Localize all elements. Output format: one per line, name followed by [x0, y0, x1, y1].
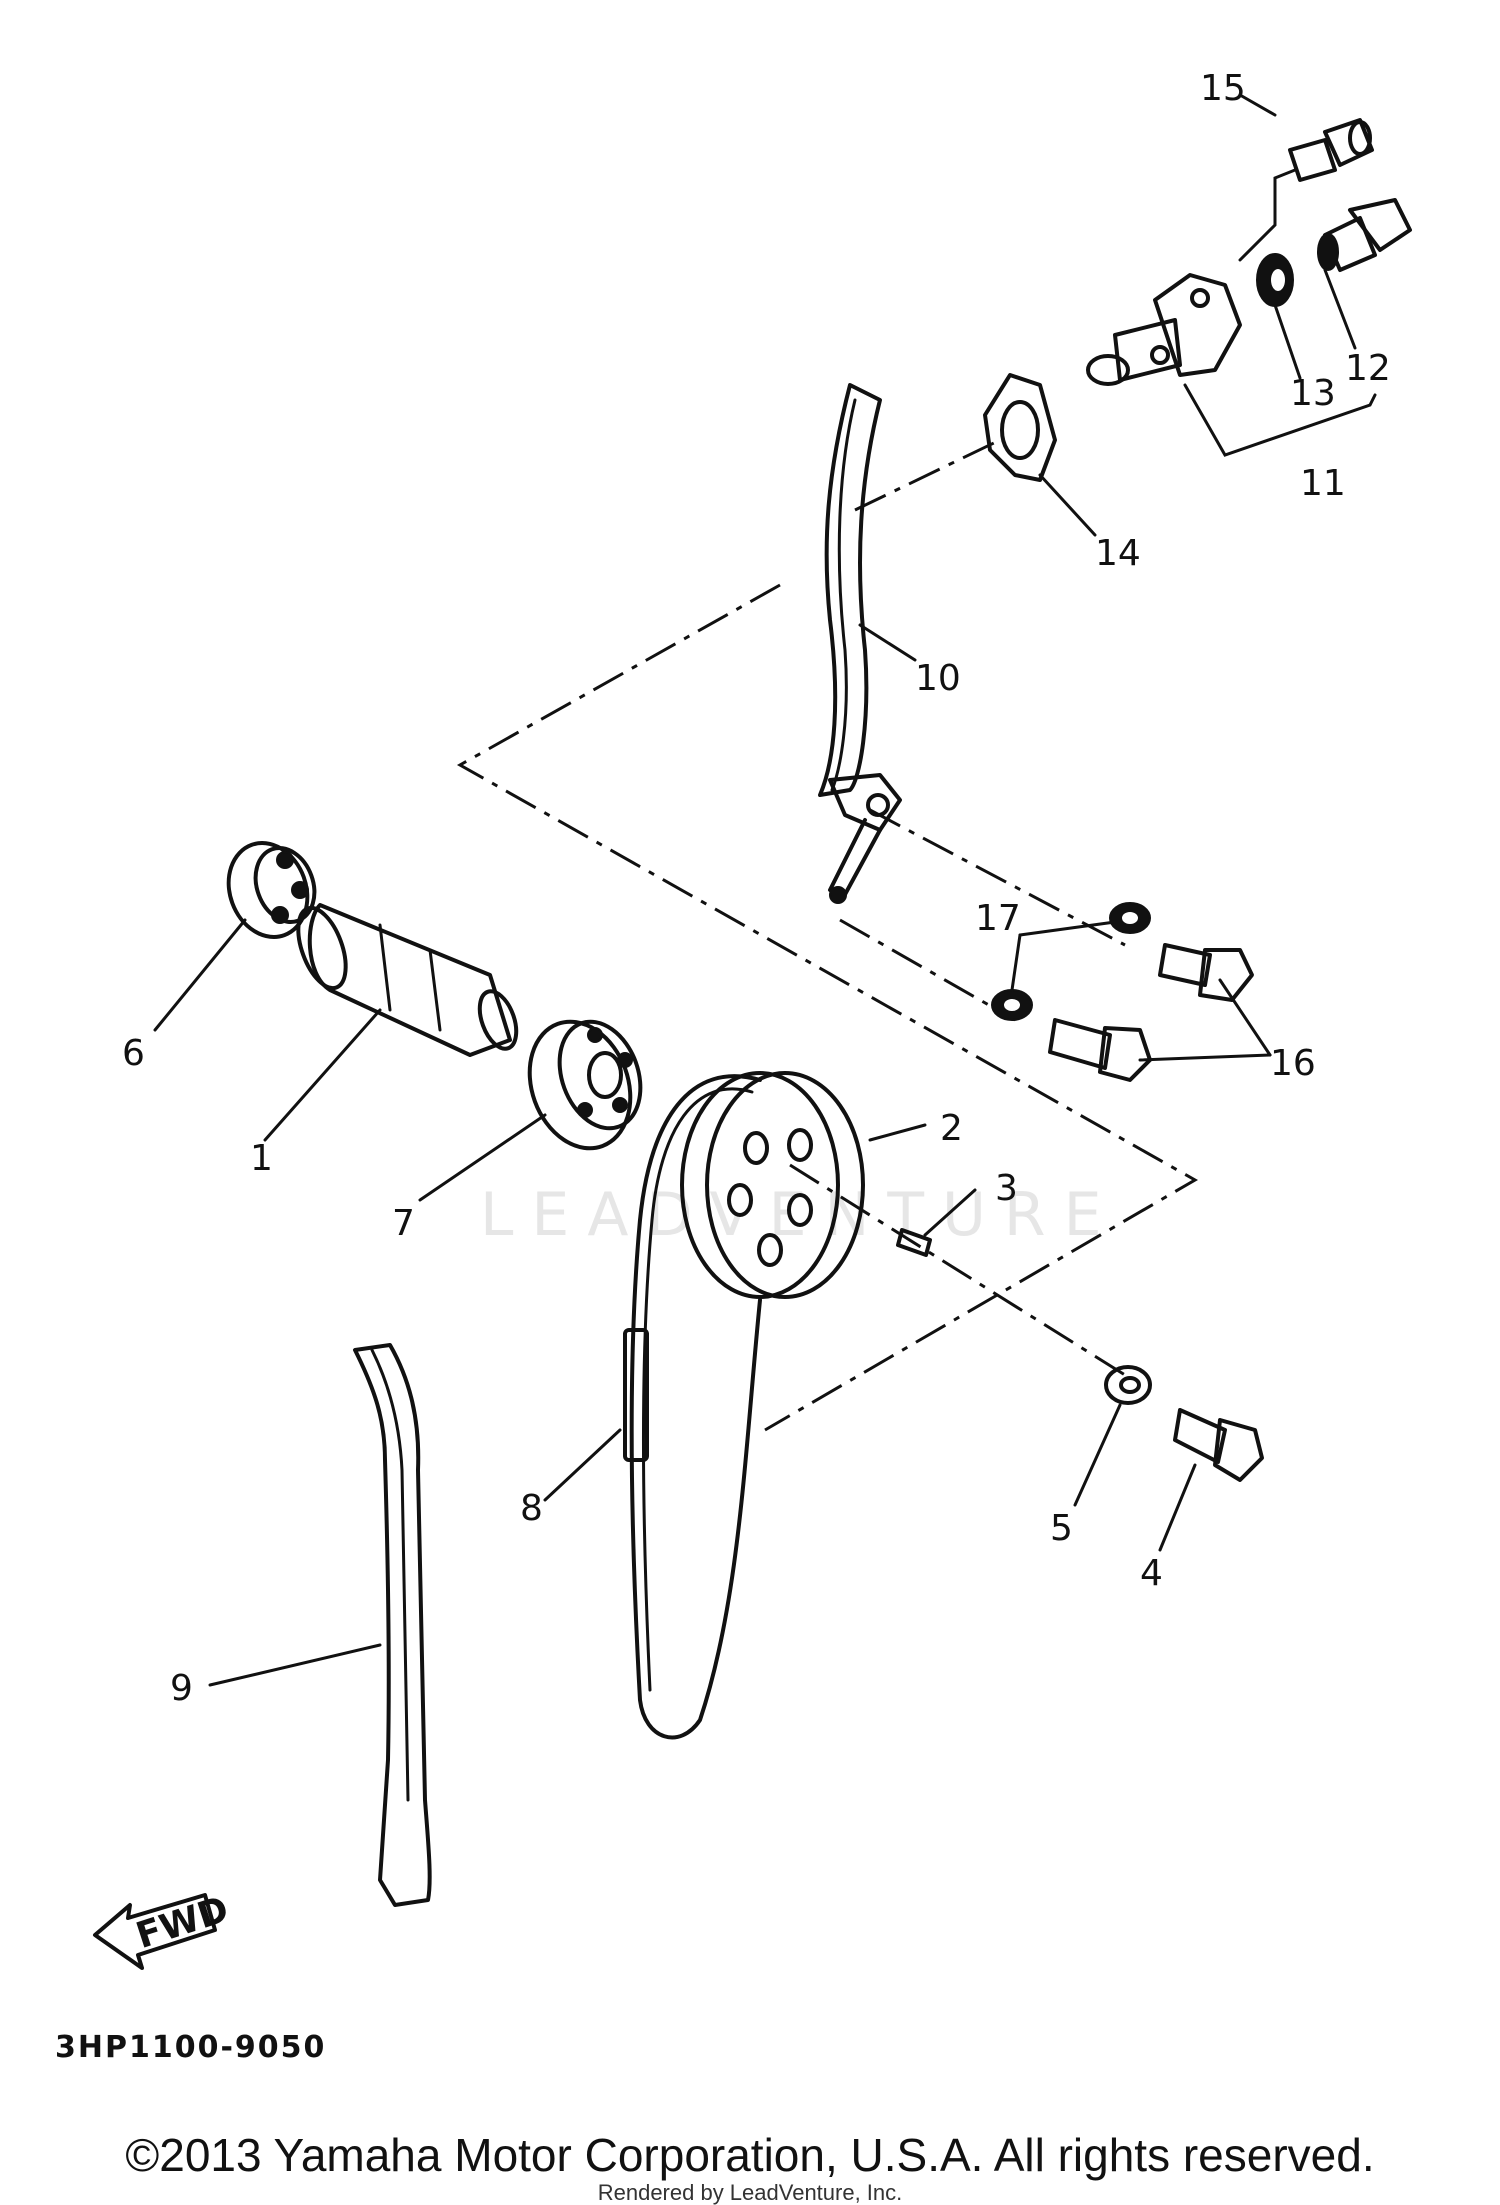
- label-8: 8: [520, 1488, 543, 1529]
- bolt-4-icon: [1173, 1408, 1264, 1482]
- gasket-14-icon: [983, 373, 1057, 482]
- label-7: 7: [392, 1203, 415, 1244]
- cam-chain-8-icon: [623, 1074, 762, 1740]
- label-9: 9: [170, 1668, 193, 1709]
- label-16: 16: [1270, 1043, 1316, 1084]
- bearing-6-icon: [226, 841, 317, 939]
- label-12: 12: [1345, 348, 1391, 389]
- bolt-15-icon: [1288, 118, 1374, 182]
- tensioner-11-icon: [1086, 273, 1242, 386]
- label-2: 2: [940, 1108, 963, 1149]
- chain-guide-10-icon: [818, 383, 902, 904]
- bolt-16-icon: [1048, 943, 1254, 1082]
- fwd-label: FWD: [131, 1889, 233, 1957]
- label-11: 11: [1300, 463, 1346, 504]
- bearing-7-icon: [527, 1019, 643, 1151]
- fwd-arrow-icon: FWD: [93, 1889, 234, 1970]
- label-5: 5: [1050, 1508, 1073, 1549]
- plug-bolt-12-icon: [1317, 198, 1412, 272]
- label-3: 3: [995, 1168, 1018, 1209]
- label-15: 15: [1200, 68, 1246, 109]
- label-10: 10: [915, 658, 961, 699]
- rendered-by-text: Rendered by LeadVenture, Inc.: [597, 2180, 903, 2205]
- washer-5-icon: [1104, 1365, 1152, 1405]
- label-6: 6: [122, 1033, 145, 1074]
- label-1: 1: [250, 1138, 273, 1179]
- dowel-pin-3-icon: [896, 1228, 932, 1257]
- washer-13-icon: [1256, 253, 1294, 307]
- label-13: 13: [1290, 373, 1336, 414]
- label-14: 14: [1095, 533, 1141, 574]
- label-17: 17: [975, 898, 1021, 939]
- copyright-text: ©2013 Yamaha Motor Corporation, U.S.A. A…: [125, 2129, 1375, 2181]
- drawing-code: 3HP1100-9050: [55, 2030, 327, 2065]
- label-4: 4: [1140, 1553, 1163, 1594]
- reference-lines: [456, 168, 1297, 1432]
- sprocket-2-icon: [680, 1071, 865, 1299]
- chain-guide-9-icon: [353, 1343, 432, 1907]
- leader-lines: [153, 93, 1377, 1687]
- camshaft-1-icon: [296, 903, 519, 1057]
- part-labels: 15 12 13 11 14 10 17 16 6 1 7 2 3 8 5 4 …: [122, 68, 1391, 1709]
